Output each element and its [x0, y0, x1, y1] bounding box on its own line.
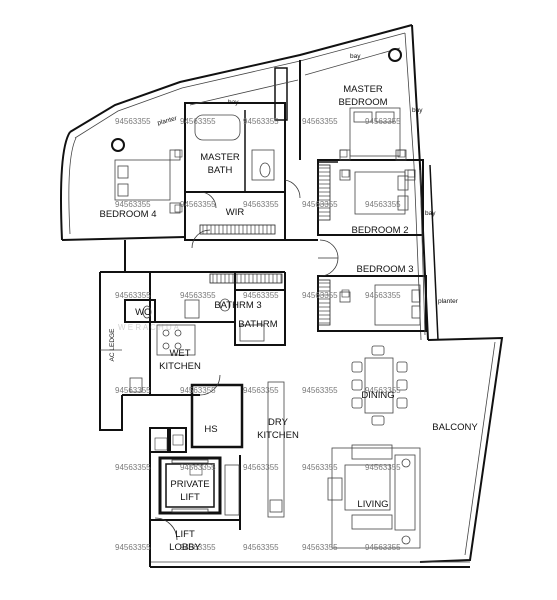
label-bedroom-4: BEDROOM 4: [99, 209, 156, 220]
watermark-phone: 94563355: [180, 291, 216, 300]
label-dry-kitchen-2: KITCHEN: [257, 430, 299, 441]
label-wir: WIR: [226, 207, 245, 218]
watermark-phone: 94563355: [302, 117, 338, 126]
label-living: LIVING: [357, 499, 388, 510]
watermark-phone: 94563355: [180, 543, 216, 552]
watermark-phone: 94563355: [365, 117, 401, 126]
label-bathrm: BATHRM: [238, 319, 277, 330]
watermark-phone: 94563355: [365, 386, 401, 395]
label-balcony: BALCONY: [432, 422, 478, 433]
label-bedroom-2: BEDROOM 2: [351, 225, 408, 236]
doors: [154, 179, 339, 541]
watermark-phone: 94563355: [243, 386, 279, 395]
watermark-phone: 94563355: [115, 386, 151, 395]
watermark-phone: 94563355: [180, 386, 216, 395]
label-wc: WC: [135, 307, 151, 318]
watermark-layer: W E R A C H U A 94563355 94563355 94563355…: [115, 117, 401, 552]
label-master-bath-2: BATH: [208, 165, 233, 176]
label-master-bedroom-1: MASTER: [343, 84, 383, 95]
annotation-bay-right: bay: [412, 107, 423, 114]
label-master-bath-1: MASTER: [200, 152, 240, 163]
room-labels: MASTER BEDROOM MASTER BATH BEDROOM 4 WIR…: [99, 53, 478, 553]
label-wet-kitchen-2: KITCHEN: [159, 361, 201, 372]
watermark-phone: 94563355: [302, 543, 338, 552]
watermark-phone: 94563355: [302, 463, 338, 472]
annotation-bay-top: bay: [350, 53, 361, 60]
annotation-planter-right: planter: [438, 298, 459, 305]
label-bedroom-3: BEDROOM 3: [356, 264, 413, 275]
watermark-faint-text: W E R A C H U A: [118, 323, 180, 332]
watermark-phone: 94563355: [243, 200, 279, 209]
watermark-phone: 94563355: [365, 543, 401, 552]
annotation-planter-left: planter: [157, 115, 179, 127]
label-private-lift-2: LIFT: [180, 492, 200, 503]
watermark-phone: 94563355: [180, 117, 216, 126]
label-master-bedroom-2: BEDROOM: [338, 97, 387, 108]
label-bathrm-3: BATHRM 3: [214, 300, 261, 311]
annotation-bay-bath: bay: [228, 99, 239, 106]
label-private-lift-1: PRIVATE: [170, 479, 209, 490]
watermark-phone: 94563355: [243, 117, 279, 126]
wardrobes: [199, 164, 331, 326]
watermark-phone: 94563355: [243, 291, 279, 300]
label-wet-kitchen-1: WET: [169, 348, 190, 359]
watermark-phone: 94563355: [180, 200, 216, 209]
watermark-phone: 94563355: [115, 291, 151, 300]
label-lift-lobby-2: LOBBY: [169, 542, 201, 553]
watermark-phone: 94563355: [302, 291, 338, 300]
watermark-phone: 94563355: [302, 200, 338, 209]
watermark-phone: 94563355: [243, 463, 279, 472]
exterior-walls: [60, 24, 504, 568]
columns: [111, 48, 402, 152]
watermark-phone: 94563355: [115, 117, 151, 126]
watermark-phone: 94563355: [365, 200, 401, 209]
watermark-phone: 94563355: [115, 463, 151, 472]
socket-markers: [154, 149, 416, 476]
label-ac-ledge: AC LEDGE: [109, 328, 116, 362]
label-dry-kitchen-1: DRY: [268, 417, 289, 428]
label-hs: HS: [204, 424, 217, 435]
watermark-phone: 94563355: [115, 543, 151, 552]
label-lift-lobby-1: LIFT: [175, 529, 195, 540]
watermark-phone: 94563355: [180, 463, 216, 472]
watermark-phone: 94563355: [302, 386, 338, 395]
watermark-phone: 94563355: [365, 463, 401, 472]
bay-and-planter-lines: [100, 47, 426, 351]
watermark-phone: 94563355: [243, 543, 279, 552]
watermark-phone: 94563355: [115, 200, 151, 209]
label-dining: DINING: [361, 390, 394, 401]
annotation-bay-bedroom2: bay: [425, 210, 436, 217]
watermark-phone: 94563355: [365, 291, 401, 300]
